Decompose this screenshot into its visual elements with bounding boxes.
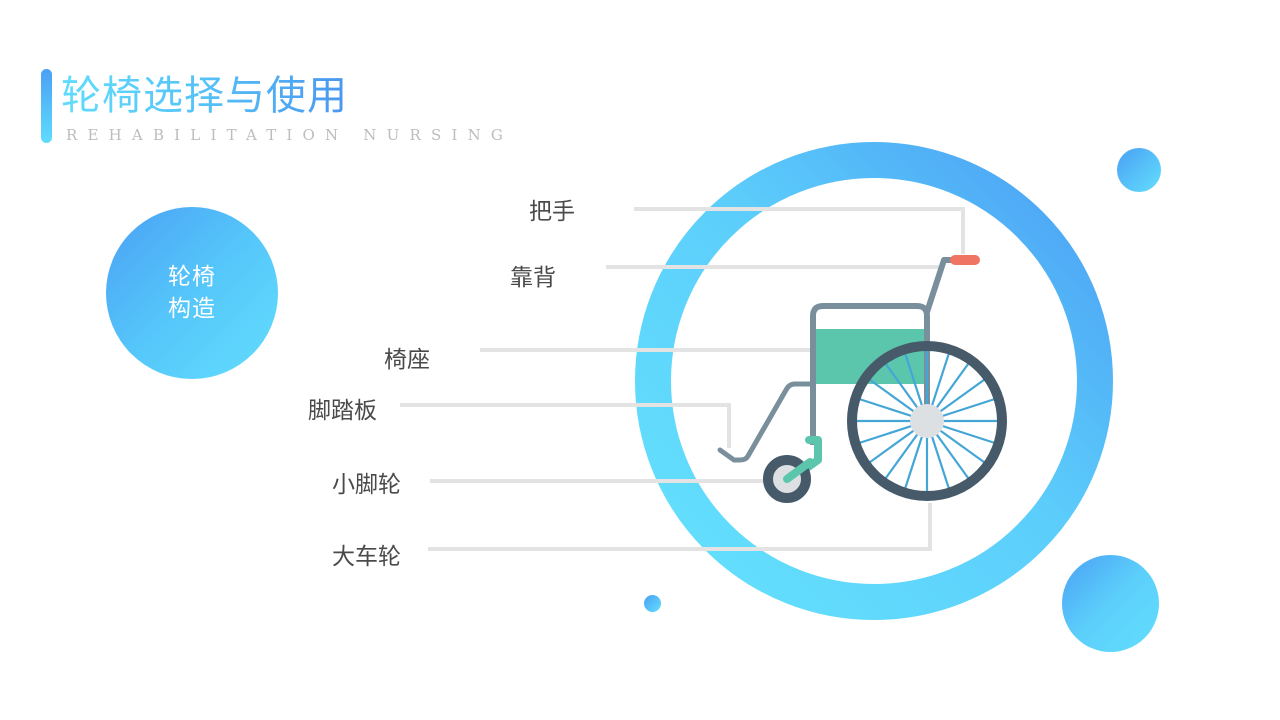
section-badge: 轮椅 构造 [106,207,278,379]
wheelchair-icon [717,255,1007,503]
rear-wheel [847,341,1007,501]
leader-line-rear-wheel [428,503,932,551]
label-rear-wheel: 大车轮 [332,544,401,570]
page-subtitle: REHABILITATION NURSING [66,126,514,144]
label-backrest: 靠背 [510,265,556,291]
label-footrest: 脚踏板 [308,398,377,424]
section-badge-line1: 轮椅 [168,264,216,290]
decorative-circle-bottom-right [1062,555,1159,652]
decorative-ring [635,142,1113,620]
leader-lines [400,207,965,551]
rear-wheel-hub [910,404,944,438]
page-title: 轮椅选择与使用 [61,70,348,122]
decorative-circle-top-right [1117,148,1161,192]
title-accent-bar [41,69,52,143]
label-seat: 椅座 [384,347,430,373]
label-caster: 小脚轮 [332,472,401,498]
leader-line-handle [634,207,965,254]
label-handle: 把手 [529,199,575,225]
decorative-dot [644,595,661,612]
section-badge-line2: 构造 [168,296,216,322]
leader-line-footrest [400,403,731,448]
